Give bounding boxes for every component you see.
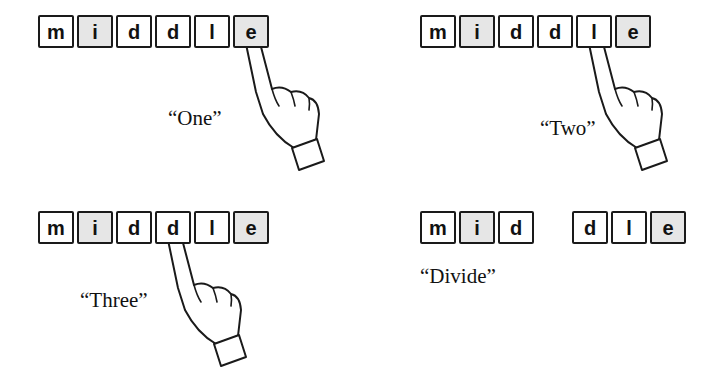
letter: i xyxy=(92,22,98,42)
letter: d xyxy=(128,218,140,238)
letter-tile: e xyxy=(650,211,686,244)
pointing-hand xyxy=(589,38,667,170)
letter: l xyxy=(591,22,597,42)
letter-tile: i xyxy=(77,211,113,244)
letter-tile: d xyxy=(537,15,573,48)
letter-tile: d xyxy=(155,15,191,48)
letter: l xyxy=(209,218,215,238)
letter-tile: d xyxy=(155,211,191,244)
letter: d xyxy=(584,218,596,238)
letter-tile: d xyxy=(572,211,608,244)
letter-tile: l xyxy=(576,15,612,48)
letter-tile: e xyxy=(233,15,269,48)
letter: e xyxy=(662,218,673,238)
letter-tile: e xyxy=(233,211,269,244)
letter-tile: m xyxy=(38,15,74,48)
letter-tile: m xyxy=(420,15,456,48)
letter-tile: e xyxy=(615,15,651,48)
letter: d xyxy=(549,22,561,42)
letter: m xyxy=(429,218,447,238)
letter: i xyxy=(92,218,98,238)
step-label: “One” xyxy=(168,106,222,131)
letter-tile: d xyxy=(498,15,534,48)
letter-tile: d xyxy=(498,211,534,244)
letter-tile: l xyxy=(194,211,230,244)
letter-tile: d xyxy=(116,15,152,48)
letter: m xyxy=(47,218,65,238)
letter: e xyxy=(245,22,256,42)
letter: d xyxy=(167,22,179,42)
letter-tile: l xyxy=(611,211,647,244)
letter: d xyxy=(167,218,179,238)
letter-tile: i xyxy=(77,15,113,48)
step-label: “Divide” xyxy=(420,264,496,289)
pointing-hand xyxy=(168,234,246,366)
step-label: “Three” xyxy=(80,288,148,313)
letter: i xyxy=(474,218,480,238)
letter-tile: i xyxy=(459,211,495,244)
step-label: “Two” xyxy=(540,116,596,141)
letter: d xyxy=(128,22,140,42)
letter: i xyxy=(474,22,480,42)
letter: e xyxy=(245,218,256,238)
letter-tile: d xyxy=(116,211,152,244)
pointing-hand xyxy=(246,38,324,170)
letter-tile: m xyxy=(420,211,456,244)
letter: l xyxy=(209,22,215,42)
letter: e xyxy=(627,22,638,42)
letter-tile: i xyxy=(459,15,495,48)
letter: d xyxy=(510,22,522,42)
letter: m xyxy=(429,22,447,42)
letter-tile: l xyxy=(194,15,230,48)
letter: m xyxy=(47,22,65,42)
letter: l xyxy=(626,218,632,238)
letter: d xyxy=(510,218,522,238)
letter-tile: m xyxy=(38,211,74,244)
